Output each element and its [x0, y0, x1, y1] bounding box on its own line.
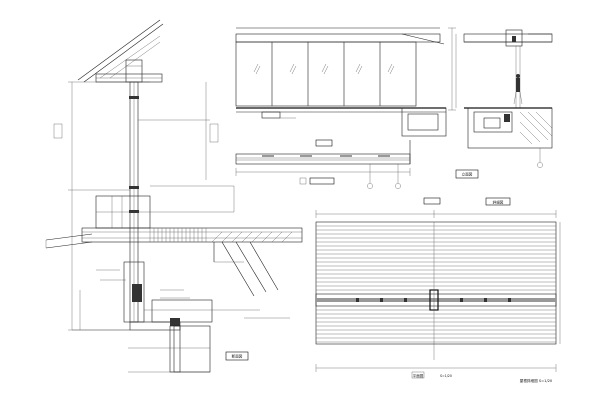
section-label-text: 断面図	[232, 354, 243, 359]
elevation-label-text: 立面図	[462, 172, 473, 177]
plan-strip	[235, 140, 411, 189]
elevation-label: 立面図	[455, 169, 479, 179]
plan-sub-text: S=1/20	[440, 374, 452, 378]
sheet-title-text: 屋根詳細図 S=1/20	[520, 378, 553, 383]
grating-plan	[315, 210, 561, 372]
detail-label-text: 詳細図	[493, 199, 504, 204]
section-label: 断面図	[225, 351, 249, 361]
section-detail	[45, 19, 303, 373]
right-detail	[455, 29, 553, 168]
plan-label-text: 平面図	[413, 373, 424, 378]
plan-labels: 詳細図 S=1/20 平面図 屋根詳細図 S=1/20	[411, 197, 553, 383]
top-elevation	[235, 27, 456, 147]
